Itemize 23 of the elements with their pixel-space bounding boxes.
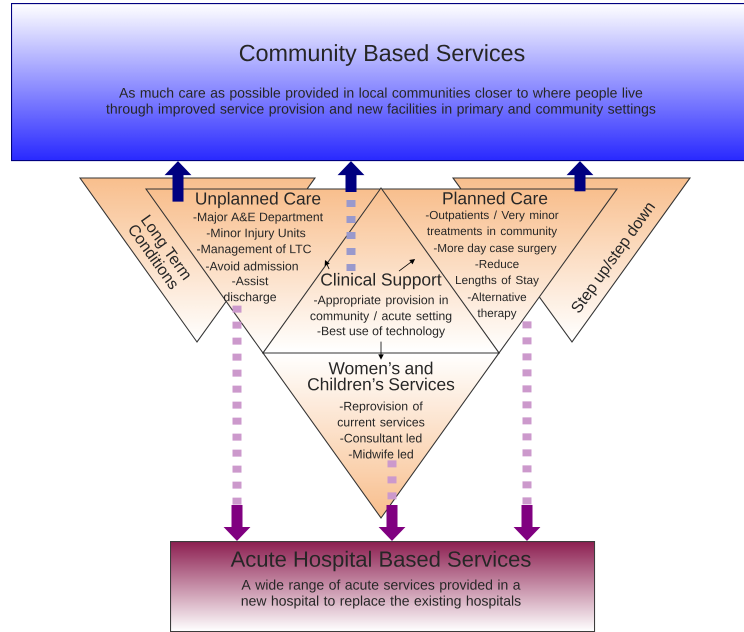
box-heading: Community Based Services	[240, 44, 524, 66]
bullet-item: -Management of LTC	[197, 244, 312, 256]
bullet-item: -Outpatients / Very minor treatments in community	[426, 210, 558, 238]
bullet-item: -Appropriate provision in community / acute setting	[310, 295, 452, 323]
bullet-item: -Reprovision of current services	[338, 402, 424, 426]
bullet-item: -Assist discharge	[224, 276, 276, 304]
bullet-item: -Minor Injury Units	[206, 228, 306, 240]
section-heading: Unplanned Care	[196, 192, 320, 208]
bullet-item: -Avoid admission	[206, 262, 298, 270]
arrow	[324, 260, 330, 270]
bullet-item: -Alternative therapy	[468, 292, 526, 320]
bullet-item: -Best use of technology	[317, 326, 446, 338]
bullet-item: -More day case surgery	[434, 244, 557, 254]
box-heading: Acute Hospital Based Services	[230, 550, 531, 572]
bullet-item: -Major A&E Department	[193, 212, 323, 224]
bullet-item: -Consultant led	[340, 434, 422, 442]
section-heading: Women’s and Children’s Services	[308, 362, 454, 390]
section-heading: Clinical Support	[321, 272, 442, 290]
box-description: As much care as possible provided in local communities closer to where people live through improved service provision and new facilities in primary and community settings	[106, 87, 656, 117]
section-heading: Planned Care	[443, 192, 548, 204]
box-description: A wide range of acute services provided in a new hospital to replace the existing hospitals	[241, 579, 521, 609]
bullet-item: -Reduce Lengths of Stay	[456, 260, 539, 286]
bullet-item: -Midwife led	[348, 450, 413, 458]
